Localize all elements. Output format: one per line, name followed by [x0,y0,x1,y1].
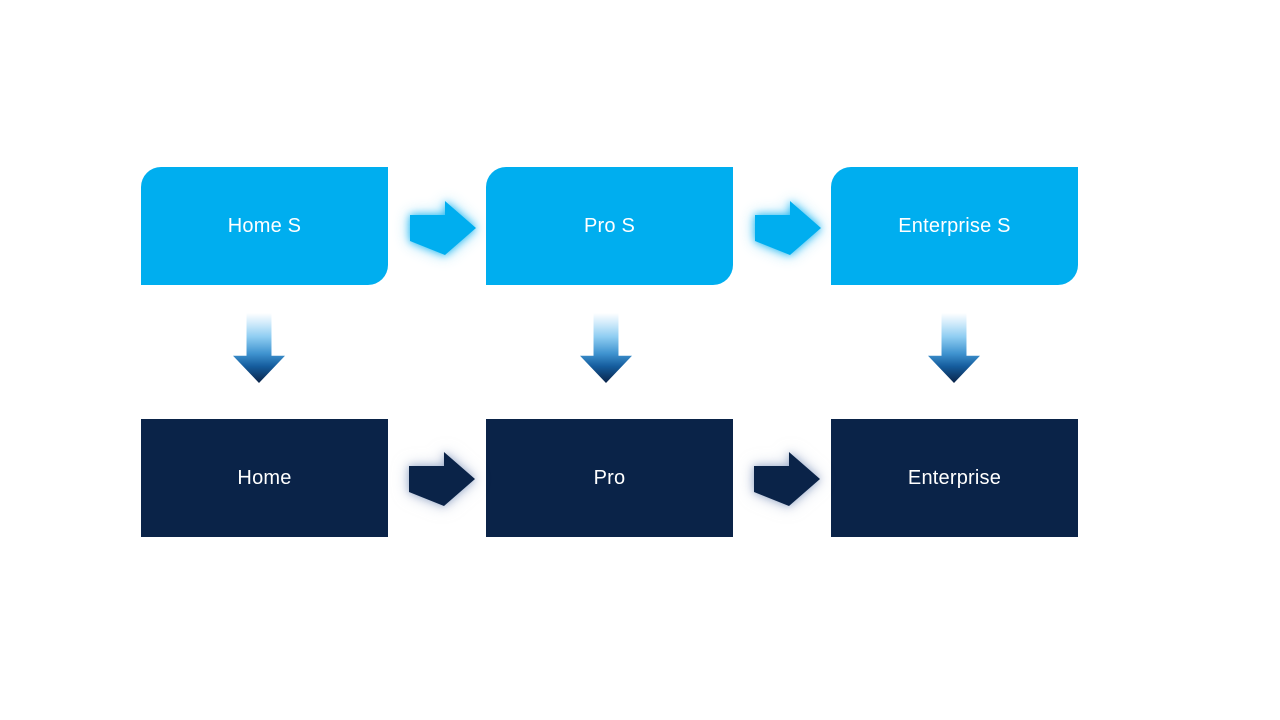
arrow-down-pro-s-to-pro-icon [580,313,632,383]
arrow-right-home-to-pro-icon [409,452,475,506]
node-home-label: Home [237,466,292,489]
node-enterprise-s: Enterprise S [831,167,1078,285]
node-home: Home [141,419,388,537]
node-enterprise-label: Enterprise [907,466,1002,489]
node-pro: Pro [486,419,733,537]
node-pro-s: Pro S [486,167,733,285]
arrow-right-home-s-to-pro-s-icon [410,201,476,255]
node-pro-label: Pro [593,466,626,489]
arrow-right-pro-to-enterprise-icon [754,452,820,506]
arrow-right-pro-s-to-enterprise-s-icon [755,201,821,255]
arrow-down-enterprise-s-to-enterprise-icon [928,313,980,383]
node-home-s: Home S [141,167,388,285]
arrow-down-home-s-to-home-icon [233,313,285,383]
node-home-s-label: Home S [227,214,302,237]
node-pro-s-label: Pro S [583,214,636,237]
node-enterprise-s-label: Enterprise S [898,214,1011,237]
node-enterprise: Enterprise [831,419,1078,537]
